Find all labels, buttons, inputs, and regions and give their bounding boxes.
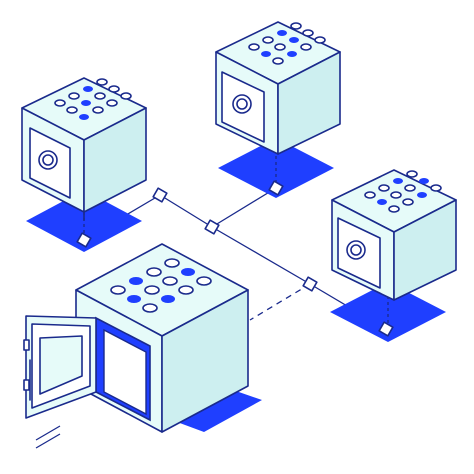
vent-holes	[54, 78, 132, 120]
safe-top-center	[215, 21, 341, 198]
base-plate	[330, 282, 446, 342]
node-marker	[378, 321, 394, 337]
node-marker	[76, 232, 92, 248]
vent-holes	[110, 258, 212, 313]
hinge-icon	[23, 339, 30, 391]
motion-lines	[35, 425, 61, 449]
safe-main-open	[23, 243, 262, 449]
network-nodes	[152, 187, 318, 292]
side-face	[83, 107, 147, 213]
node-marker	[268, 180, 284, 196]
safe-top-left	[21, 77, 147, 252]
vent-holes	[248, 22, 326, 65]
vent-holes	[364, 170, 442, 213]
side-face	[161, 289, 249, 433]
safe-right	[330, 169, 457, 342]
